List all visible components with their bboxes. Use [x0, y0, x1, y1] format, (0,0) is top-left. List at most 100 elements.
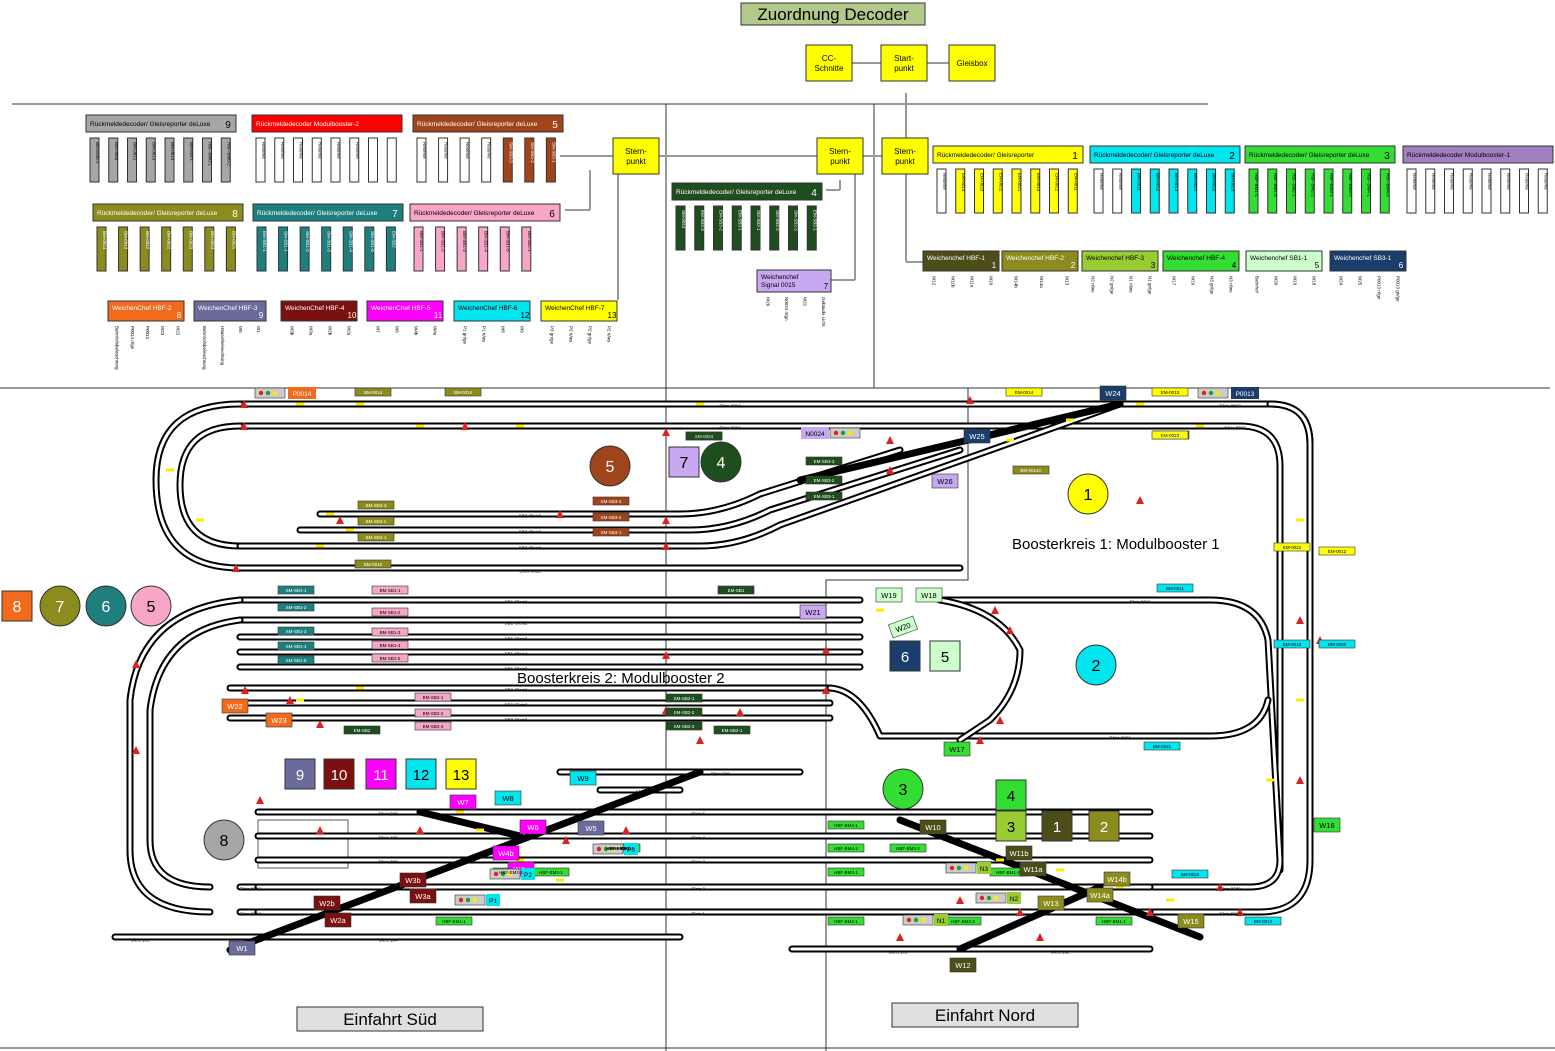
decoder-pin [127, 137, 137, 183]
weichenchef-pin-label: W6 [395, 326, 400, 333]
decoder-pin [1093, 168, 1104, 214]
track-sb2-exit [826, 684, 1272, 740]
signal-label: P3 [627, 847, 635, 854]
decoder-pin-label: SM-SB3-2 [530, 142, 535, 163]
occupancy-sensor [1273, 542, 1311, 552]
switch-w25: W25 [963, 428, 991, 444]
switch-w12: W12 [949, 957, 977, 973]
weichenchef-wsb3-label: Weichenchef SB3-1 [1334, 255, 1392, 262]
occupancy-sensor [1156, 583, 1194, 593]
decoder-pin-label: BM-0014 [102, 231, 107, 250]
isolation-marker [976, 736, 984, 744]
occupancy-sensor-label: BM-SB1-2 [380, 610, 401, 615]
isolation-marker [991, 606, 999, 614]
occupancy-sensor-label: EM-0024 [695, 434, 714, 439]
box-gleisbox [948, 44, 996, 82]
occupancy-sensor-label: EM-0014 [1015, 390, 1034, 395]
decoder-pin-label: Reserve [942, 173, 947, 190]
switch-w4b: W4b [492, 845, 520, 861]
switch-box [324, 912, 352, 928]
isolation-marker [662, 428, 670, 436]
track-label: Gleis 1 [691, 912, 706, 917]
switch-box [875, 587, 903, 603]
decoder-pin [293, 137, 303, 183]
occupancy-sensor-label: BM-0020 [1328, 642, 1347, 647]
switch-label: W14b [1107, 875, 1127, 884]
weichenchef-pin-label: W14b [1014, 276, 1019, 288]
decoder-d3 [1244, 145, 1396, 164]
decoder-pin [1149, 168, 1160, 214]
switch-w5: W5 [577, 820, 605, 836]
signal-n2: N2 [975, 892, 1021, 904]
decoder-d5 [412, 114, 564, 133]
decoder-pin [521, 226, 532, 272]
occupancy-sensor-label: EM-SB3-2 [814, 478, 835, 483]
track-layout [111, 396, 1324, 954]
decoder-d8 [92, 203, 244, 222]
decoder-pin-label: HBF-BM2-1 [1292, 173, 1297, 197]
diagram-labels: Zuordnung DecoderCC-SchnitteStart-punktG… [13, 5, 1549, 1029]
signal-p1: P1 [454, 894, 500, 906]
occupancy-sensor [592, 527, 630, 537]
occupancy-sensor-label: HBF-BM1-2 [996, 870, 1020, 875]
switch-box [577, 820, 605, 836]
switch-box [228, 940, 256, 956]
track-label: SB1-Gleis1 [505, 600, 528, 605]
decoder-pin [255, 137, 266, 183]
isolation-marker [886, 436, 894, 444]
decoder-pin [806, 205, 817, 251]
occupancy-sensor [1005, 387, 1043, 397]
decoder-pin-label: BM-0011 [1137, 173, 1142, 191]
decoder-ref-circle [130, 585, 172, 627]
occupancy-sensor-label: BM-SB3-3 [366, 503, 387, 508]
occupancy-sensor [371, 585, 409, 595]
track-right-inner-inner [238, 598, 1282, 889]
track-marker [346, 528, 354, 532]
isolation-marker [822, 686, 830, 694]
switch-label: W3b [405, 876, 420, 885]
isolation-marker [316, 826, 324, 834]
switch-box [221, 698, 249, 714]
weichenchef-pin-label: W14a [1039, 276, 1044, 288]
weichenchef-wh6 [453, 300, 531, 322]
switch-label: W4b [498, 849, 513, 858]
switch-w6: W6 [519, 819, 547, 835]
track-marker [296, 402, 304, 406]
track-label: SB1-Gleis4 [505, 652, 528, 657]
switch-label: W14a [1090, 891, 1110, 900]
decoder-pin [416, 137, 427, 183]
decoder-pin [750, 205, 761, 251]
weichenchef-pin-label: W26 [765, 297, 770, 307]
occupancy-sensor-label: EM-SB2-1 [722, 728, 743, 733]
track-marker [326, 512, 334, 516]
occupancy-sensor-label: BM-0014 [364, 390, 383, 395]
occupancy-sensor-label: SM-SB1-1 [286, 588, 307, 593]
decoder-d9 [85, 114, 237, 133]
decoder-pin [769, 205, 780, 251]
decoder-pin [478, 226, 489, 272]
weichenchef-pin-label: P2 gn/ge [588, 326, 593, 345]
decoder-pin-label: EM-0013 [1036, 173, 1041, 192]
weichenchef-wh5 [366, 300, 444, 322]
occupancy-sensor-label: BM-SB2-3 [423, 724, 444, 729]
occupancy-sensor-label: HBF-EM2-1 [499, 870, 523, 875]
switch-label: W2a [330, 916, 346, 925]
isolation-marker [232, 564, 240, 572]
isolation-marker [1016, 908, 1024, 916]
signal-light-red [949, 865, 955, 871]
decoder-pin-label: BM-0013 [1174, 173, 1179, 192]
occupancy-sensor-label: BM-SB1-3 [380, 630, 401, 635]
signal-light-yellow [472, 897, 478, 903]
isolation-marker [662, 516, 670, 524]
decoder-pin [96, 226, 107, 272]
decoder-pin-label: BM-0012 [1155, 173, 1160, 192]
switch-label: W17 [949, 745, 964, 754]
isolation-marker [662, 542, 670, 550]
decoder-pin-label: Reserve [336, 142, 341, 159]
signal-tag [801, 427, 829, 439]
decoder-d8-number: 8 [232, 209, 238, 220]
decoder-pin-label: BM-0012 [145, 231, 150, 250]
weichenchef-pin-label: P1 gn/ge [463, 326, 468, 345]
signal-tag [1007, 892, 1021, 904]
weichenchef-pin-label: W8 [501, 326, 506, 333]
